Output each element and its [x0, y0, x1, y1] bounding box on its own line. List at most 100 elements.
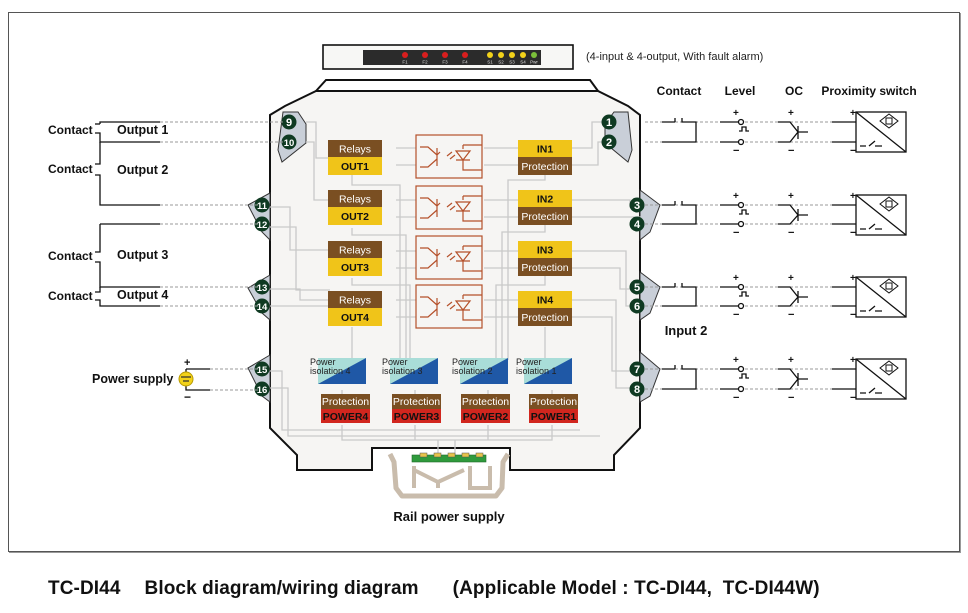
svg-text:Protection: Protection: [393, 396, 440, 408]
svg-text:OUT2: OUT2: [341, 211, 369, 223]
led-pwr: Pwr: [530, 52, 538, 65]
svg-text:Pwr: Pwr: [530, 60, 538, 65]
output-label: Output 1: [117, 123, 168, 137]
terminal-3[interactable]: 3: [629, 197, 645, 213]
terminal-8[interactable]: 8: [629, 381, 645, 397]
terminal-12[interactable]: 12: [254, 216, 270, 232]
svg-text:S4: S4: [520, 60, 526, 65]
terminal-4[interactable]: 4: [629, 216, 645, 232]
contact-label: Contact: [48, 249, 93, 263]
contact-symbol: [662, 365, 697, 390]
plus-sign: +: [850, 191, 856, 202]
svg-text:F4: F4: [462, 60, 468, 65]
svg-text:IN4: IN4: [537, 295, 554, 307]
led-s1: S1: [487, 52, 493, 65]
svg-text:IN1: IN1: [537, 144, 554, 156]
terminal-10[interactable]: 10: [281, 134, 297, 150]
terminal-9[interactable]: 9: [281, 114, 297, 130]
svg-text:6: 6: [634, 301, 640, 313]
terminal-13[interactable]: 13: [254, 279, 270, 295]
minus-sign: −: [850, 309, 856, 321]
svg-text:Power: Power: [382, 357, 408, 367]
terminal-14[interactable]: 14: [254, 298, 270, 314]
terminal-1[interactable]: 1: [601, 114, 617, 130]
minus-sign: −: [788, 392, 794, 404]
svg-text:F2: F2: [422, 60, 428, 65]
svg-text:12: 12: [257, 220, 268, 231]
output-label: Output 3: [117, 248, 168, 262]
minus-sign: −: [788, 145, 794, 157]
svg-text:Relays: Relays: [339, 245, 371, 257]
minus-sign: −: [788, 227, 794, 239]
svg-text:Power: Power: [516, 357, 542, 367]
svg-text:15: 15: [257, 365, 268, 376]
svg-text:Power: Power: [452, 357, 478, 367]
led-s4: S4: [520, 52, 526, 65]
header-proximity-switch: Proximity switch: [821, 84, 916, 98]
terminal-16[interactable]: 16: [254, 381, 270, 397]
power-supply: Power supply + −: [92, 357, 210, 404]
terminal-15[interactable]: 15: [254, 361, 270, 377]
optocoupler-3: [415, 235, 483, 280]
svg-text:OUT1: OUT1: [341, 161, 369, 173]
input-sensors-2: +−+−+−: [645, 191, 907, 239]
header-contact: Contact: [657, 84, 702, 98]
minus-sign: −: [733, 227, 739, 239]
terminal-6[interactable]: 6: [629, 298, 645, 314]
rail-power-connector: Rail power supply: [387, 452, 511, 524]
svg-text:13: 13: [257, 283, 268, 294]
led-f1: F1: [402, 52, 408, 65]
led-f2: F2: [422, 52, 428, 65]
input-sensors-4: +−+−+−: [645, 355, 907, 404]
svg-text:Power: Power: [310, 357, 336, 367]
output-4: Contact Output 4: [48, 288, 168, 303]
svg-text:F3: F3: [442, 60, 448, 65]
svg-text:Protection: Protection: [521, 161, 568, 173]
svg-text:16: 16: [257, 385, 268, 396]
contact-symbol: [662, 283, 697, 307]
minus-sign: −: [850, 392, 856, 404]
rail-power-label: Rail power supply: [393, 509, 505, 524]
battery-icon: [178, 371, 194, 387]
output-label: Output 4: [117, 288, 168, 302]
contact-label: Contact: [48, 162, 93, 176]
terminal-11[interactable]: 11: [254, 197, 270, 213]
svg-text:POWER2: POWER2: [463, 411, 509, 423]
svg-text:Protection: Protection: [462, 396, 509, 408]
terminal-7[interactable]: 7: [629, 361, 645, 377]
header-level: Level: [725, 84, 756, 98]
caption-model: TC-DI44: [48, 578, 121, 599]
terminal-2[interactable]: 2: [601, 134, 617, 150]
svg-text:Protection: Protection: [521, 312, 568, 324]
svg-text:4: 4: [634, 219, 641, 231]
svg-text:isolation 4: isolation 4: [310, 366, 351, 376]
svg-text:POWER3: POWER3: [394, 411, 440, 423]
minus-sign: −: [733, 309, 739, 321]
svg-text:5: 5: [634, 282, 640, 294]
svg-text:14: 14: [257, 302, 268, 313]
svg-text:Relays: Relays: [339, 295, 371, 307]
output-wiring: [95, 121, 160, 307]
plus-sign: +: [733, 191, 739, 202]
svg-text:IN2: IN2: [537, 194, 554, 206]
output-dashed-wiring: [160, 121, 283, 391]
input-sensors-1: +−+−+−: [645, 108, 907, 157]
contact-symbol: [662, 118, 697, 143]
terminal-5[interactable]: 5: [629, 279, 645, 295]
minus-sign: −: [184, 390, 191, 404]
contact-label: Contact: [48, 289, 93, 303]
optocoupler-2: [415, 185, 483, 230]
svg-text:2: 2: [606, 137, 612, 149]
minus-sign: −: [733, 145, 739, 157]
